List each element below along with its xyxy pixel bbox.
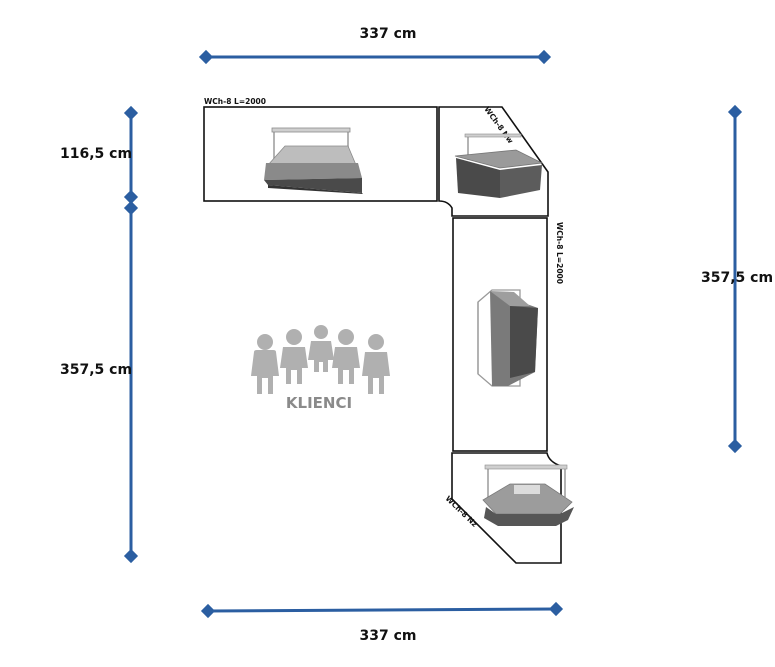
module-outlines: [203, 106, 562, 564]
corner-top-label: WCh-8 Nw: [482, 105, 515, 145]
corner-bottom-label: WCh-8 Nz: [444, 494, 480, 529]
dimension-left-lower: 357,5 cm: [60, 200, 139, 564]
top-straight-outline: [203, 106, 438, 202]
dimension-right: 357,5 cm: [701, 104, 773, 454]
corner-bottom-outline: [451, 452, 562, 564]
right-straight-label: WCh-8 L=2000: [555, 222, 564, 284]
display-case-icon: [482, 464, 574, 526]
customers-label: KLIENCI: [286, 394, 352, 412]
right-straight-outline: [452, 217, 548, 452]
right-height-label: 357,5 cm: [701, 270, 773, 286]
display-case-icon: [454, 133, 544, 198]
dimension-bottom: 337 cm: [200, 601, 564, 644]
corner-top-outline: [438, 106, 549, 217]
bottom-width-label: 337 cm: [360, 628, 417, 644]
dimension-top: 337 cm: [198, 26, 552, 65]
display-case-icon: [477, 289, 538, 387]
left-upper-height-label: 116,5 cm: [60, 146, 132, 162]
top-straight-label: WCh-8 L=2000: [204, 97, 266, 106]
left-lower-height-label: 357,5 cm: [60, 362, 132, 378]
dimension-left-upper: 116,5 cm: [60, 105, 139, 205]
display-case-icon: [264, 127, 363, 194]
people-group-icon: [251, 325, 390, 394]
top-width-label: 337 cm: [360, 26, 417, 42]
